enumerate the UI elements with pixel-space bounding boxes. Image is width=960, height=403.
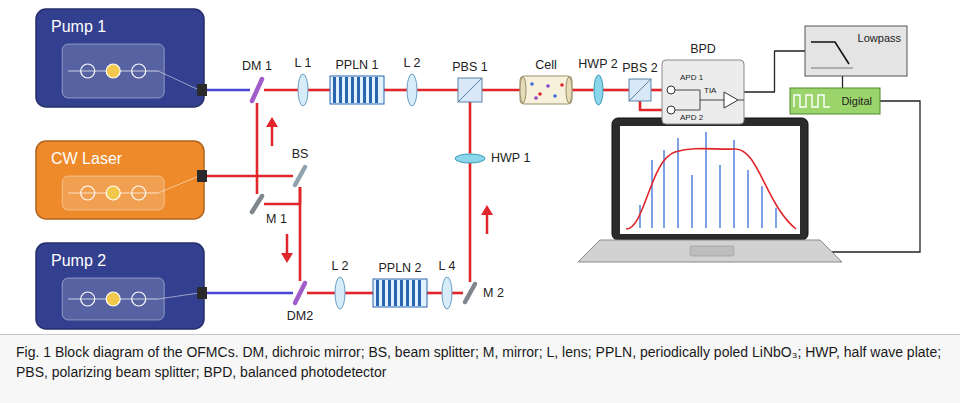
laptop bbox=[578, 118, 842, 262]
component-label: L 4 bbox=[439, 259, 456, 273]
laser-beam bbox=[469, 102, 472, 154]
component-label: DM 1 bbox=[242, 59, 272, 73]
polarizing-beam-splitter: PBS 1 bbox=[458, 78, 482, 102]
polarizing-beam-splitter: PBS 2 bbox=[629, 79, 651, 101]
laser-beam bbox=[264, 89, 298, 92]
laser-beam bbox=[482, 89, 520, 92]
component-label: PPLN 2 bbox=[378, 261, 421, 275]
laser-beam bbox=[308, 89, 330, 92]
ppln-crystal: PPLN 2 bbox=[373, 279, 427, 307]
pump-laser: Pump 1 bbox=[35, 8, 205, 108]
component-label: Digital bbox=[841, 95, 872, 108]
part-label: APD 2 bbox=[680, 113, 703, 122]
component-label: M 2 bbox=[483, 286, 504, 300]
laser-beam bbox=[469, 163, 472, 283]
half-wave-plate: HWP 2 bbox=[594, 75, 603, 105]
polarizing-beam-splitter-outline bbox=[629, 79, 651, 101]
dichroic-mirror-outline bbox=[250, 77, 264, 103]
lens-outline bbox=[335, 277, 345, 309]
ppln-crystal: PPLN 1 bbox=[330, 76, 384, 104]
mirror: M 2 bbox=[463, 282, 477, 304]
beam-splitter-outline bbox=[293, 165, 307, 187]
laser-beam bbox=[345, 292, 373, 295]
component-label: M 1 bbox=[266, 212, 287, 226]
lens: L 2 bbox=[407, 74, 417, 106]
part-label: APD 1 bbox=[680, 73, 703, 82]
laser-beam bbox=[299, 187, 302, 281]
signal-wire bbox=[826, 101, 920, 252]
component-label: L 1 bbox=[295, 56, 312, 70]
laser-beam bbox=[256, 103, 259, 194]
component-label: Pump 2 bbox=[51, 252, 106, 270]
direction-arrow bbox=[281, 234, 293, 263]
laser-beam bbox=[384, 89, 407, 92]
component-label: PBS 1 bbox=[452, 60, 487, 74]
dichroic-mirror: DM 1 bbox=[250, 77, 264, 103]
lens: L 2 bbox=[335, 277, 345, 309]
half-wave-plate: HWP 1 bbox=[455, 154, 485, 163]
half-wave-plate-outline bbox=[594, 75, 603, 105]
laser-beam bbox=[572, 89, 594, 92]
pump-laser: Pump 2 bbox=[35, 242, 205, 330]
polarizing-beam-splitter-outline bbox=[458, 78, 482, 102]
signal-wire bbox=[744, 51, 805, 92]
spectrum-curve bbox=[626, 149, 796, 229]
mirror-outline bbox=[250, 194, 264, 214]
laser-beam bbox=[307, 292, 335, 295]
laser-beam bbox=[603, 89, 630, 92]
component-label: L 2 bbox=[332, 259, 349, 273]
component-label: L 2 bbox=[404, 56, 421, 70]
cw-laser: CW Laser bbox=[35, 140, 205, 220]
laser-beam bbox=[640, 101, 662, 110]
lens-outline bbox=[407, 74, 417, 106]
beam-splitter: BS bbox=[293, 165, 307, 187]
component-label: PPLN 1 bbox=[335, 58, 378, 72]
component-label: DM2 bbox=[287, 309, 313, 323]
mirror-outline bbox=[463, 282, 477, 304]
component-label: CW Laser bbox=[51, 150, 122, 168]
direction-arrow bbox=[266, 117, 278, 146]
signal-wire bbox=[842, 76, 843, 88]
laser-beam bbox=[651, 89, 662, 92]
mirror: M 1 bbox=[250, 194, 264, 214]
figure-caption: Fig. 1 Block diagram of the OFMCs. DM, d… bbox=[0, 334, 960, 403]
component-label: Cell bbox=[535, 58, 557, 72]
component-label: BPD bbox=[690, 42, 716, 56]
dichroic-mirror: DM2 bbox=[293, 281, 307, 305]
lens: L 4 bbox=[442, 277, 452, 309]
laser-beam bbox=[417, 89, 458, 92]
laser-beam bbox=[427, 292, 442, 295]
dichroic-mirror-outline bbox=[293, 281, 307, 305]
component-label: HWP 1 bbox=[491, 151, 530, 165]
lens: L 1 bbox=[298, 74, 308, 106]
balanced-photodetector: BPDAPD 1APD 2TIA bbox=[662, 60, 744, 124]
pump-beam bbox=[205, 292, 293, 295]
spectrum-plot bbox=[640, 132, 776, 228]
lens-outline bbox=[442, 277, 452, 309]
lens-outline bbox=[298, 74, 308, 106]
part-label: TIA bbox=[704, 86, 716, 95]
gas-cell-outline bbox=[520, 76, 572, 104]
half-wave-plate-outline bbox=[455, 154, 485, 163]
component-label: Lowpass bbox=[858, 32, 901, 45]
component-label: PBS 2 bbox=[622, 61, 657, 75]
laser-beam bbox=[205, 175, 293, 178]
ppln-crystal-outline bbox=[330, 76, 384, 104]
gas-cell: Cell bbox=[520, 76, 572, 104]
direction-arrow bbox=[481, 205, 493, 234]
laser-beam bbox=[452, 292, 463, 295]
component-label: BS bbox=[292, 147, 309, 161]
digitizer: Digital bbox=[790, 88, 880, 114]
component-label: Pump 1 bbox=[51, 18, 106, 36]
ppln-crystal-outline bbox=[373, 279, 427, 307]
component-label: HWP 2 bbox=[578, 57, 617, 71]
laser-beam bbox=[264, 187, 300, 204]
pump-beam bbox=[205, 89, 250, 92]
lowpass-filter: Lowpass bbox=[805, 26, 907, 76]
